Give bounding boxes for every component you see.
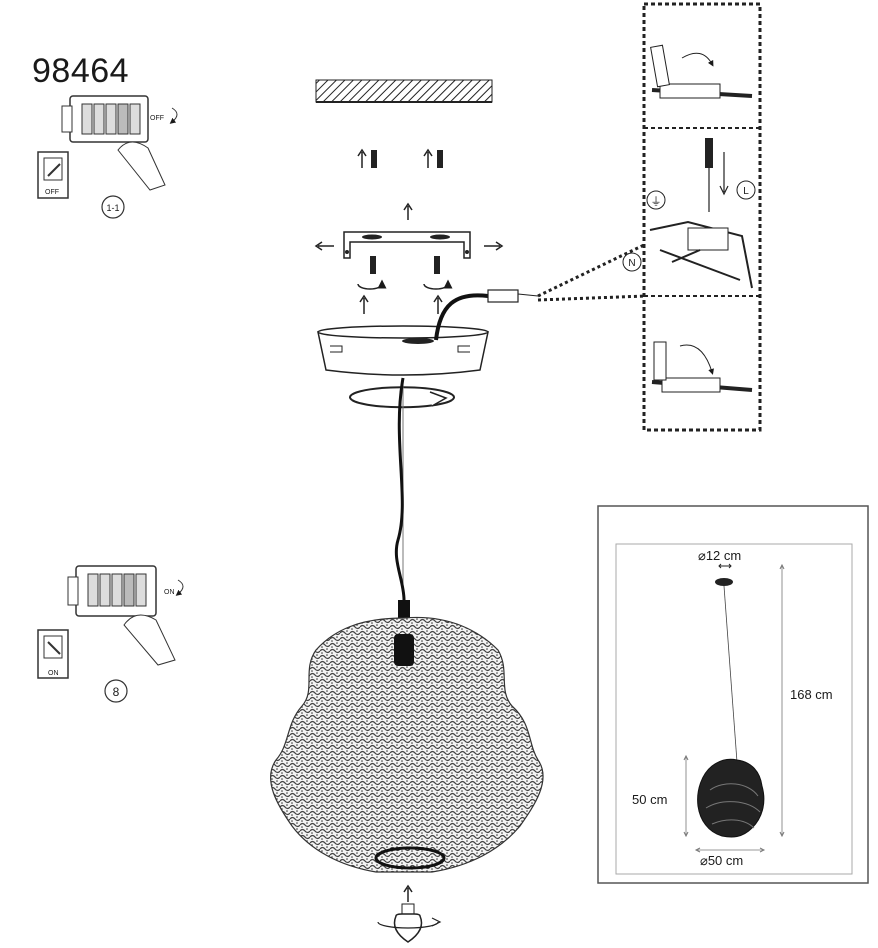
up-arrow-icon: [403, 202, 413, 220]
dimensions-panel: ⌀12 cm 168 cm 50 cm ⌀50 cm: [597, 505, 869, 884]
shade-diameter-label: ⌀50 cm: [700, 853, 743, 868]
total-height-label: 168 cm: [790, 687, 833, 702]
ceiling-icon: [315, 79, 493, 103]
bulb-icon: [377, 884, 442, 943]
wall-switch-off-icon: [37, 151, 69, 199]
switch-off-label: OFF: [45, 189, 59, 196]
step-start-label: 1-1: [106, 203, 119, 213]
power-on-step: ON ON 8: [37, 565, 184, 703]
pendant-cable: [394, 377, 406, 601]
mini-canopy: [715, 578, 733, 586]
shade-height-label: 50 cm: [632, 792, 667, 807]
breaker-panel-on-icon: [67, 565, 184, 666]
wall-plug-icon: [357, 148, 443, 168]
step-end-label: 8: [113, 685, 120, 699]
live-marker-label: L: [743, 186, 749, 197]
terminal-open-icon: [650, 44, 753, 99]
terminal-block-icon: [487, 289, 539, 303]
wall-switch-on-icon: [37, 629, 69, 679]
neutral-marker-label: N: [628, 258, 635, 269]
mini-shade: [697, 758, 765, 838]
right-arrow-icon: [484, 241, 504, 251]
breaker-on-label: ON: [164, 589, 175, 596]
step-end-circle: [104, 679, 128, 703]
earth-marker-label: ⏚: [651, 195, 662, 208]
mounting-bracket-icon: [343, 231, 471, 259]
wiring-detail-panel: ⏚ L N: [537, 2, 762, 432]
exploded-assembly: [270, 79, 544, 943]
step-start-circle: [101, 195, 125, 219]
terminal-wiring-icon: [649, 138, 753, 289]
screw-icon: [357, 256, 453, 314]
left-arrow-icon: [314, 241, 334, 251]
canopy-diameter-label: ⌀12 cm: [698, 548, 741, 563]
breaker-panel-off-icon: [61, 95, 178, 191]
woven-shade-icon: [270, 616, 544, 873]
shade-bottom-ring: [374, 846, 446, 870]
terminal-closed-icon: [651, 341, 753, 393]
model-number: 98464: [32, 52, 130, 90]
mini-cable: [723, 585, 738, 763]
power-off-step: OFF OFF 1-1: [37, 95, 178, 219]
switch-on-label: ON: [48, 670, 59, 677]
breaker-off-label: OFF: [150, 115, 164, 122]
canopy-icon: [317, 325, 489, 376]
supply-cable: [434, 293, 489, 341]
